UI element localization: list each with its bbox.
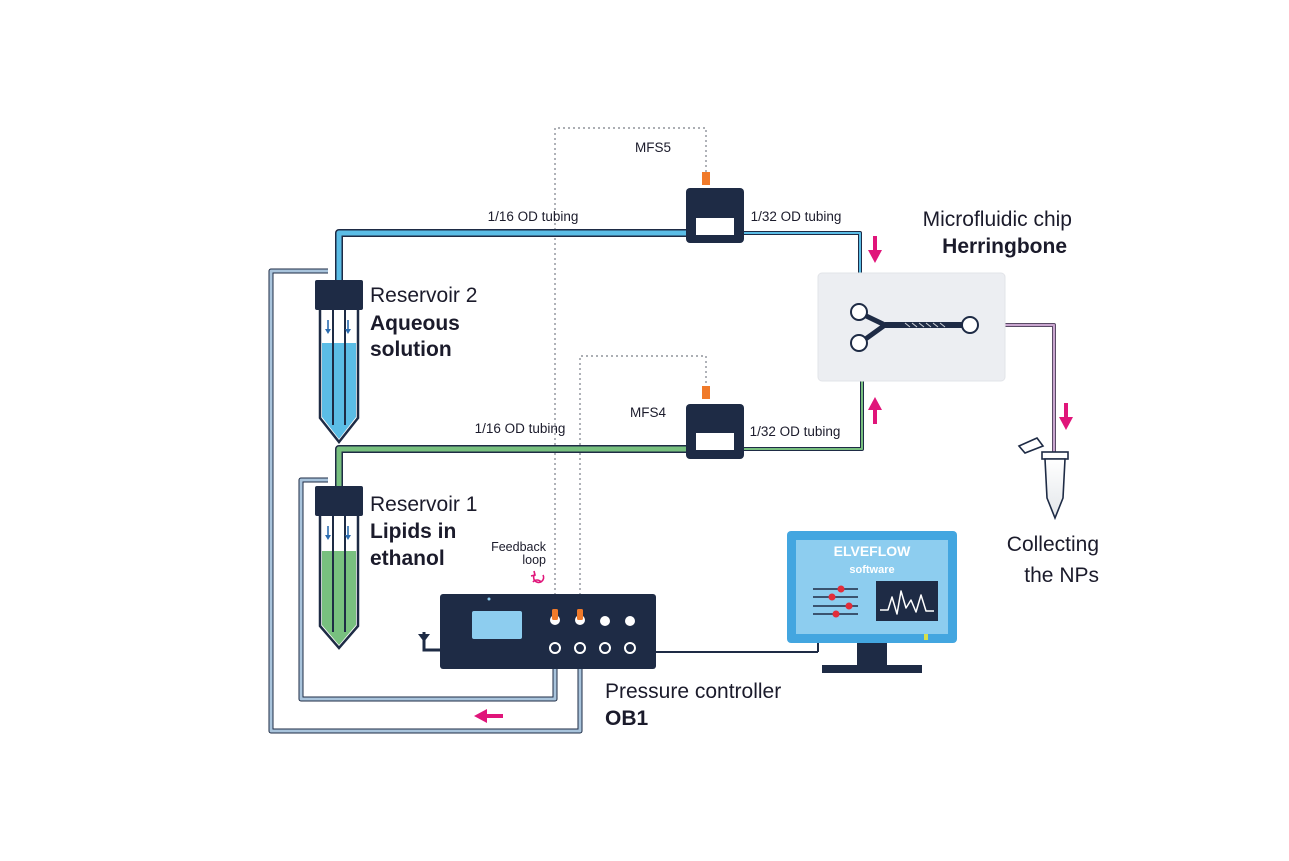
- pressure-controller-ob1: [418, 594, 819, 669]
- microfluidic-chip: [817, 272, 1006, 382]
- feedback-line1: Feedback: [491, 540, 547, 554]
- feedback-wire-mfs5: [554, 127, 707, 615]
- collection-tube-lid-icon: [1017, 437, 1045, 454]
- flow-sensor-mfs5: [686, 172, 744, 243]
- reservoir-1-liquid: [322, 551, 356, 645]
- chip-outlet: [961, 316, 979, 334]
- chip-inlet-bottom: [850, 334, 868, 352]
- controller-name: OB1: [605, 707, 649, 730]
- collection-tube: [1017, 437, 1069, 521]
- feedback-wire-mfs4: [579, 355, 707, 615]
- flow-sensor-mfs5-tag: [702, 172, 710, 185]
- monitor-neck: [857, 643, 887, 665]
- arrow-down-chip-top-icon: [868, 236, 882, 263]
- flow-arrows: [474, 236, 1073, 723]
- mfs4-label: MFS4: [630, 405, 666, 420]
- controller-outlet-ports: [549, 642, 636, 654]
- reservoir-2-name: Reservoir 2: [370, 284, 477, 307]
- pressure-lines: [268, 268, 583, 734]
- mfs5-label: MFS5: [635, 140, 671, 155]
- mfs4-tubing-in: 1/16 OD tubing: [475, 421, 566, 436]
- chip-inlet-top: [850, 303, 868, 321]
- flow-sensor-mfs4-tag: [702, 386, 710, 399]
- flow-sensor-mfs4-display: [696, 433, 734, 450]
- reservoir-1: [315, 486, 363, 650]
- flow-sensor-mfs4-body: [686, 404, 744, 459]
- collection-line2: the NPs: [1024, 564, 1099, 587]
- herringbone-grooves: [904, 322, 946, 328]
- flow-sensor-mfs4: [686, 386, 744, 459]
- reservoir-1-pressure-arrow-icon: [325, 526, 351, 540]
- monitor-base: [822, 665, 922, 673]
- reservoir-1-content-line1: Lipids in: [370, 520, 456, 543]
- feedback-loop-icon: [530, 570, 545, 584]
- feedback-line2: loop: [522, 553, 546, 567]
- flow-sensor-mfs5-display: [696, 218, 734, 235]
- monitor-subtitle: software: [849, 564, 894, 576]
- monitor-sliders-icon: [813, 585, 858, 618]
- feedback-wires: [554, 127, 707, 615]
- reservoir-1-cap: [315, 486, 363, 516]
- controller-regulator-knobs: [550, 609, 635, 626]
- labels: Reservoir 2 Aqueous solution Reservoir 1…: [370, 140, 1099, 730]
- chip-title: Microfluidic chip: [923, 208, 1072, 231]
- reservoir-1-name: Reservoir 1: [370, 493, 477, 516]
- mfs5-tubing-in: 1/16 OD tubing: [488, 209, 579, 224]
- reservoir-2: [315, 280, 363, 445]
- controller-title: Pressure controller: [605, 680, 781, 703]
- arrow-left-pressure-line-icon: [474, 709, 503, 723]
- arrow-down-outlet-icon: [1059, 403, 1073, 430]
- mfs5-tubing-out: 1/32 OD tubing: [751, 209, 842, 224]
- monitor-graph-icon: [880, 590, 934, 615]
- collection-tube-body: [1044, 458, 1066, 521]
- monitor-brand: ELVEFLOW: [834, 543, 912, 559]
- monitor-graph-panel: [876, 581, 938, 621]
- reservoir-2-content-line2: solution: [370, 338, 452, 361]
- reservoir-2-content-line1: Aqueous: [370, 312, 460, 335]
- collection-line1: Collecting: [1007, 533, 1099, 556]
- reservoir-1-content-line2: ethanol: [370, 547, 445, 570]
- mfs4-tubing-out: 1/32 OD tubing: [750, 424, 841, 439]
- reservoir-2-liquid: [322, 343, 356, 439]
- reservoir-2-cap: [315, 280, 363, 310]
- monitor: ELVEFLOW software: [787, 531, 957, 673]
- arrow-up-chip-bottom-icon: [868, 397, 882, 424]
- chip-name: Herringbone: [942, 235, 1067, 258]
- controller-display: [472, 611, 522, 639]
- reservoir-2-pressure-arrow-icon: [325, 320, 351, 334]
